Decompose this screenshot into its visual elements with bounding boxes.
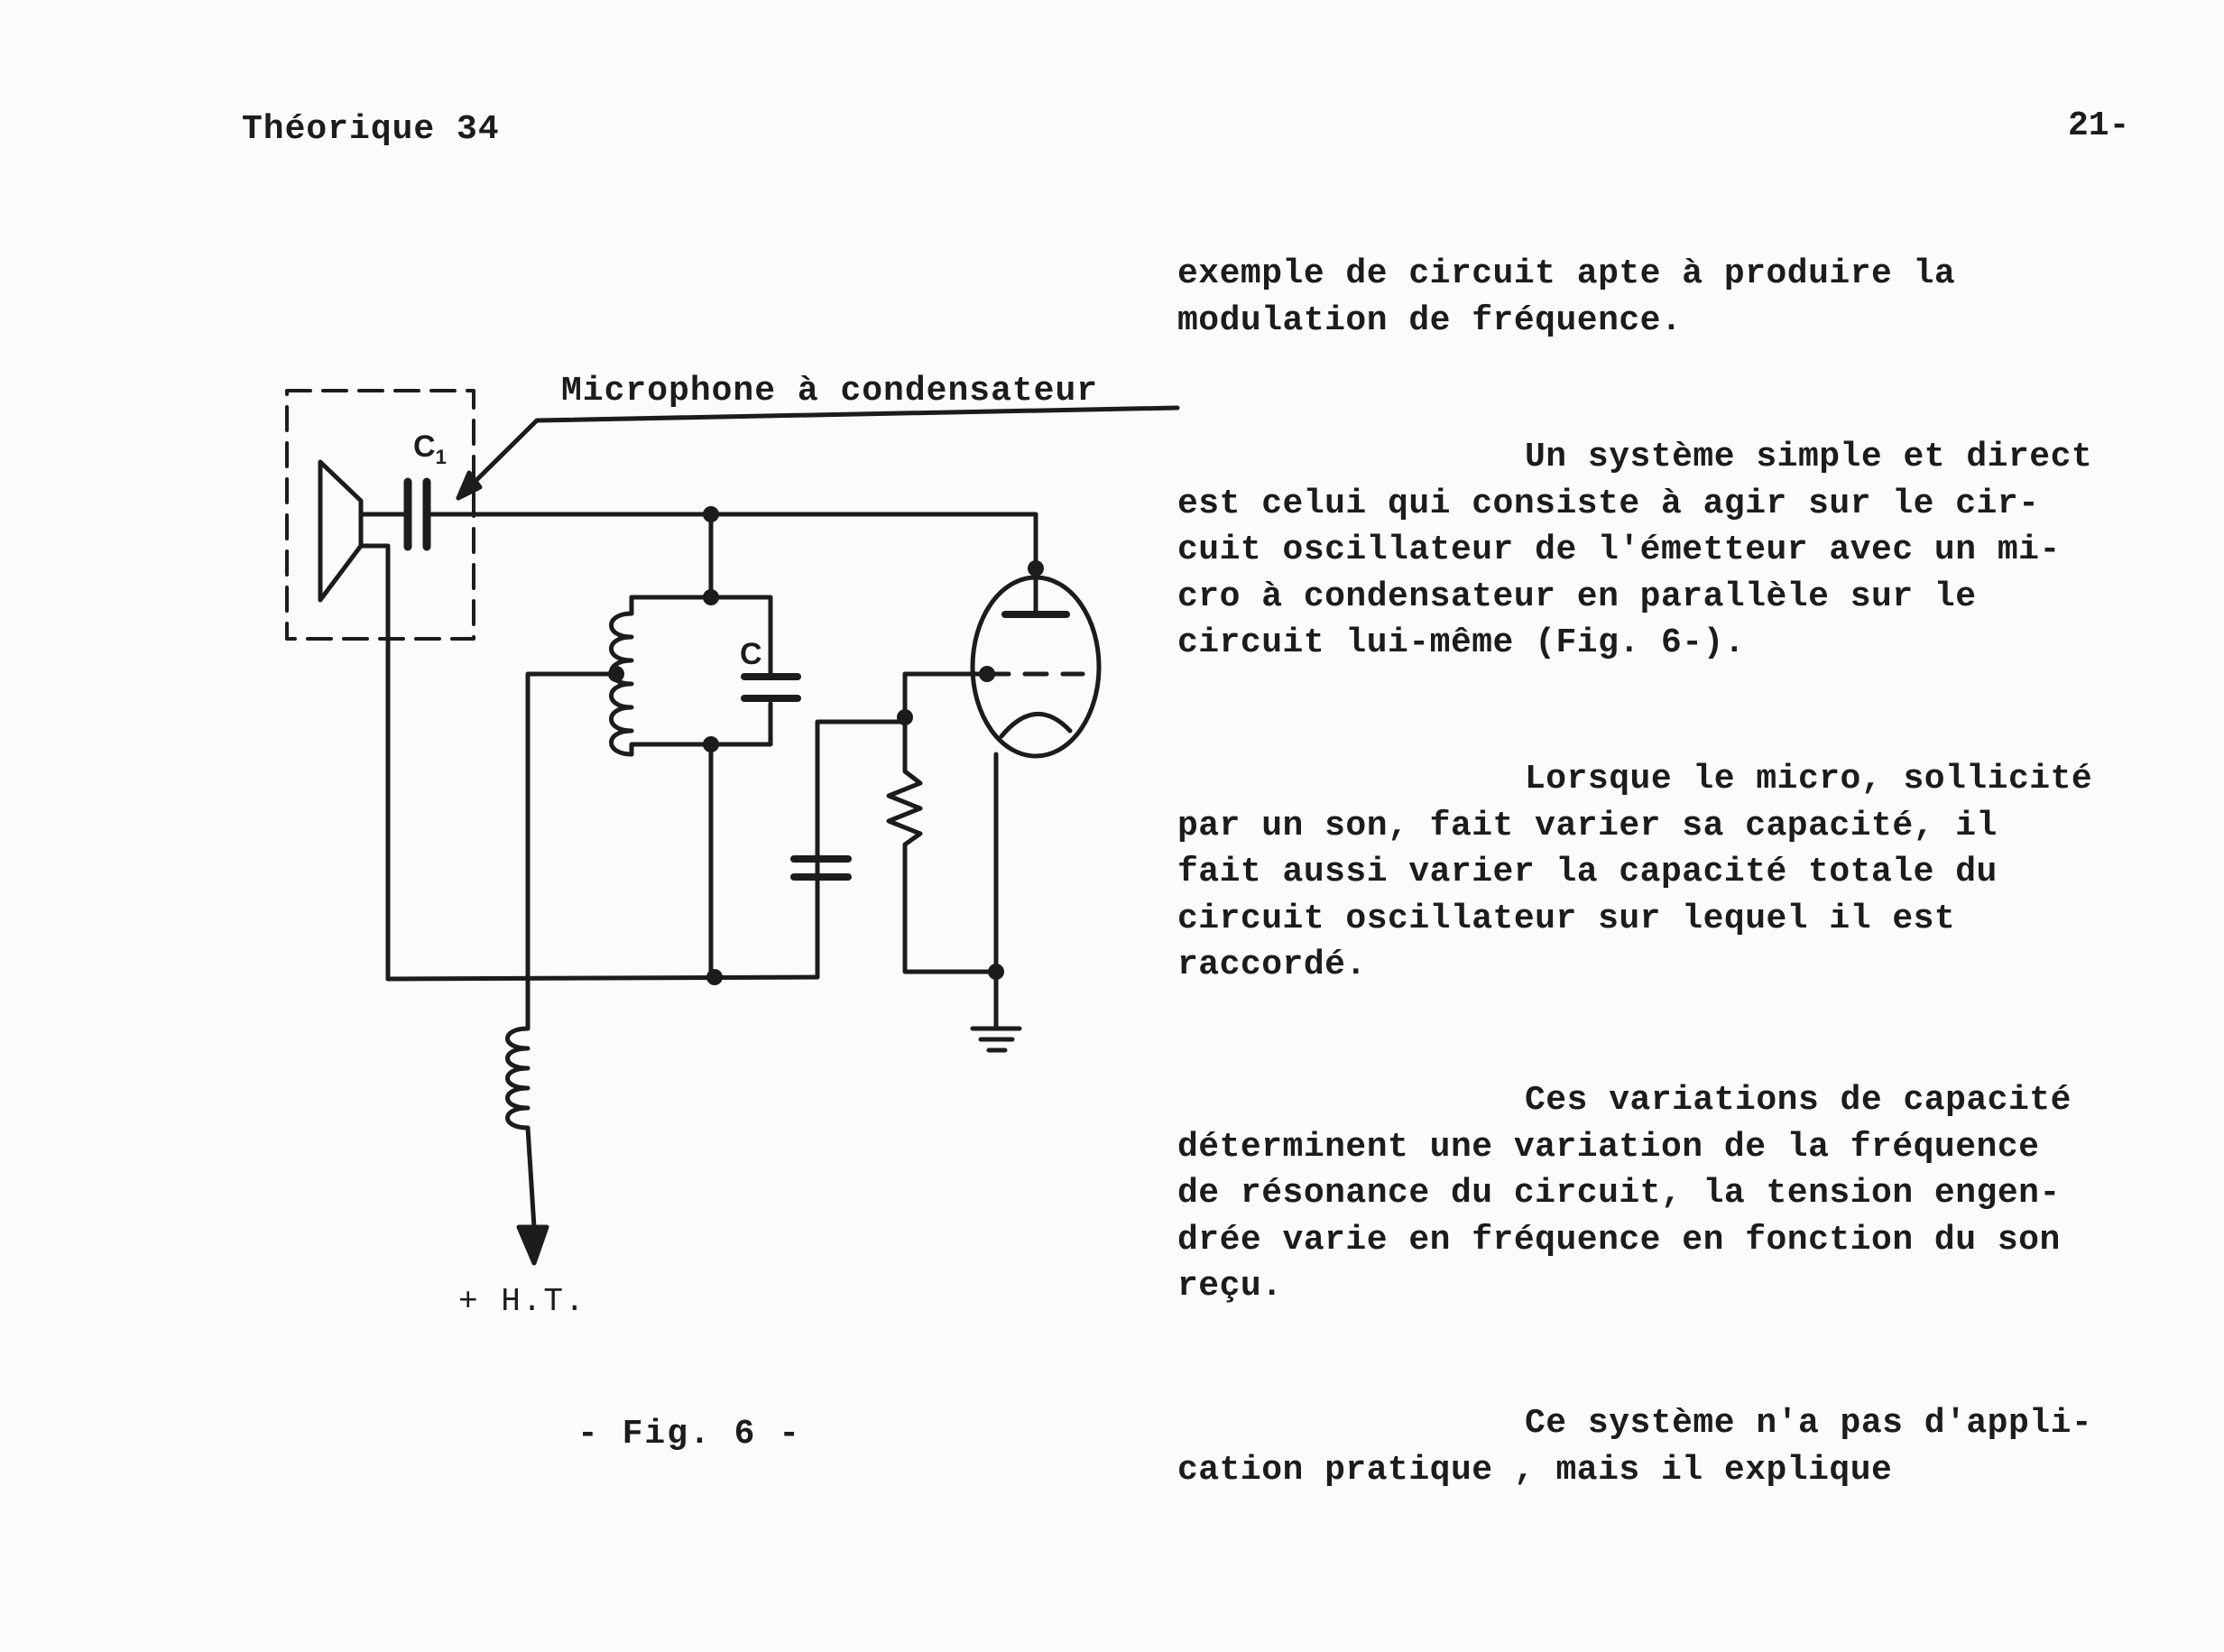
microphone-horn-icon [318,459,364,603]
mic-pointer [456,405,1180,501]
page-number: 21- [2068,106,2130,145]
text-line: Un système simple et direct [1525,438,2093,476]
text-line: drée varie en fréquence en fonction du s… [1177,1220,2061,1260]
ht-label: + H.T. [458,1283,586,1320]
ht-choke [505,1026,531,1131]
text-line: Ces variations de capacité [1525,1081,2072,1120]
running-header-title: Théorique 34 [242,110,500,149]
text-line: par un son, fait varier sa capacité, il [1177,806,1998,845]
figure-caption: - Fig. 6 - [577,1415,802,1454]
microphone-label: Microphone à condensateur [561,372,1099,411]
text-line: cuit oscillateur de l'émetteur avec un m… [1177,531,2061,569]
text-line: cro à condensateur en parallèle sur le [1177,577,1977,616]
text-line: exemple de circuit apte à produire la [1177,254,1956,293]
paragraph-system: Un système simple et direct est celui qu… [1177,434,2206,667]
c1-label: C1 [413,429,447,468]
text-line: circuit lui-même (Fig. 6-). [1177,623,1746,662]
text-line: reçu. [1177,1267,1283,1306]
paragraph-micro: Lorsque le micro, sollicité par un son, … [1177,756,2206,989]
paragraph-variations: Ces variations de capacité déterminent u… [1177,1077,2206,1310]
text-line: Lorsque le micro, sollicité [1525,760,2093,798]
text-line: Ce système n'a pas d'appli- [1525,1404,2093,1443]
text-line: modulation de fréquence. [1177,300,1683,340]
paragraph-conclusion: Ce système n'a pas d'appli- cation prati… [1177,1400,2206,1493]
c-label: C [740,637,762,671]
text-line: cation pratique , mais il explique [1177,1450,1893,1490]
paragraph-intro: exemple de circuit apte à produire la mo… [1177,251,2206,344]
text-line: fait aussi varier la capacité totale du [1177,853,1998,891]
text-line: est celui qui consiste à agir sur le cir… [1177,484,2040,523]
text-line: déterminent une variation de la fréquenc… [1177,1127,2040,1167]
text-line: circuit oscillateur sur lequel il est [1177,899,1956,938]
text-line: raccordé. [1177,946,1367,984]
text-line: de résonance du circuit, la tension enge… [1177,1174,2061,1213]
tank-inductor [609,611,634,757]
